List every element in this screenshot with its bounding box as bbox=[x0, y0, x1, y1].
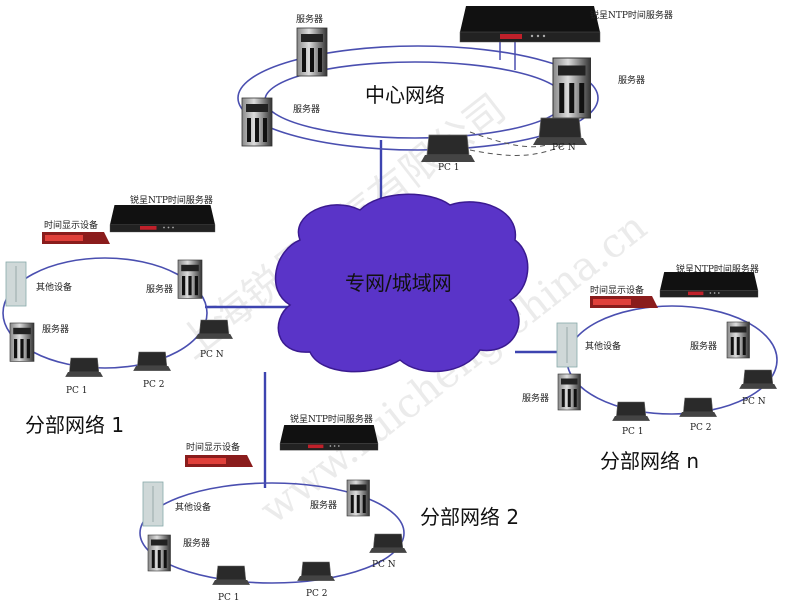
laptop-icon bbox=[420, 134, 476, 163]
cloud-title: 专网/城域网 bbox=[345, 271, 452, 295]
server-label: 服务器 bbox=[183, 537, 210, 549]
pc-label: PC N bbox=[372, 560, 396, 570]
server-label: 服务器 bbox=[690, 340, 717, 352]
laptop-icon bbox=[532, 117, 588, 146]
display-label: 时间显示设备 bbox=[186, 441, 240, 453]
laptop-icon bbox=[368, 533, 408, 554]
pc-label: PC 2 bbox=[306, 589, 328, 599]
server-icon bbox=[241, 97, 273, 147]
branchn-title: 分部网络 n bbox=[600, 449, 699, 473]
pc-label: PC 1 bbox=[438, 163, 460, 173]
pc-label: PC 1 bbox=[622, 427, 644, 437]
cloud-network bbox=[274, 193, 529, 373]
ntp-server-icon bbox=[659, 271, 759, 298]
cabinet-icon bbox=[142, 481, 164, 527]
other-label: 其他设备 bbox=[585, 340, 621, 352]
laptop-icon bbox=[738, 369, 778, 390]
branch-network-n: 锐呈NTP时间服务器 时间显示设备 其他设备 服务器 服务器 PC 1 PC 2… bbox=[522, 263, 778, 473]
server-label: 服务器 bbox=[293, 103, 320, 115]
pc-label: PC 2 bbox=[690, 423, 712, 433]
time-display-icon bbox=[42, 232, 110, 244]
server-label: 服务器 bbox=[618, 74, 645, 86]
laptop-icon bbox=[611, 401, 651, 422]
ntp-label: 锐呈NTP时间服务器 bbox=[590, 9, 673, 21]
branch-network-1: 锐呈NTP时间服务器 时间显示设备 其他设备 服务器 服务器 PC 1 PC 2… bbox=[2, 194, 234, 437]
server-label: 服务器 bbox=[42, 323, 69, 335]
laptop-icon bbox=[678, 397, 718, 418]
server-label: 服务器 bbox=[522, 392, 549, 404]
ntp-label: 锐呈NTP时间服务器 bbox=[290, 413, 373, 425]
pc-label: PC 1 bbox=[66, 386, 88, 396]
server-icon bbox=[557, 373, 581, 411]
ntp-server-icon bbox=[459, 5, 601, 43]
laptop-icon bbox=[194, 319, 234, 340]
time-display-icon bbox=[590, 296, 658, 308]
server-icon bbox=[296, 27, 328, 77]
pc-label: PC N bbox=[552, 143, 576, 153]
ntp-server-icon bbox=[279, 424, 379, 451]
server-icon bbox=[346, 479, 370, 517]
pc-label: PC 1 bbox=[218, 593, 240, 603]
server-label: 服务器 bbox=[296, 13, 323, 25]
server-icon bbox=[9, 322, 35, 362]
cabinet-icon bbox=[5, 261, 27, 307]
other-label: 其他设备 bbox=[175, 501, 211, 513]
center-title: 中心网络 bbox=[365, 83, 445, 107]
cabinet-icon bbox=[556, 322, 578, 368]
ntp-label: 锐呈NTP时间服务器 bbox=[130, 194, 213, 206]
server-label: 服务器 bbox=[146, 283, 173, 295]
ntp-label: 锐呈NTP时间服务器 bbox=[676, 263, 759, 275]
laptop-icon bbox=[64, 357, 104, 378]
branch1-title: 分部网络 1 bbox=[25, 413, 124, 437]
time-display-icon bbox=[185, 455, 253, 467]
ntp-server-icon bbox=[109, 204, 216, 233]
server-icon bbox=[726, 321, 750, 359]
server-label: 服务器 bbox=[310, 499, 337, 511]
laptop-icon bbox=[296, 561, 336, 582]
server-icon bbox=[552, 57, 592, 119]
branch-network-2: 锐呈NTP时间服务器 时间显示设备 其他设备 服务器 服务器 PC 1 PC 2… bbox=[139, 413, 519, 603]
pc-label: PC N bbox=[200, 350, 224, 360]
display-label: 时间显示设备 bbox=[590, 284, 644, 296]
server-icon bbox=[177, 259, 203, 299]
other-label: 其他设备 bbox=[36, 281, 72, 293]
server-icon bbox=[147, 534, 171, 572]
display-label: 时间显示设备 bbox=[44, 219, 98, 231]
pc-label: PC N bbox=[742, 397, 766, 407]
laptop-icon bbox=[211, 565, 251, 586]
center-network: 服务器 服务器 服务器 锐呈NTP时间服务器 PC 1 PC N 中心网络 bbox=[237, 5, 673, 173]
pc-label: PC 2 bbox=[143, 380, 165, 390]
laptop-icon bbox=[132, 351, 172, 372]
branch2-title: 分部网络 2 bbox=[420, 505, 519, 529]
